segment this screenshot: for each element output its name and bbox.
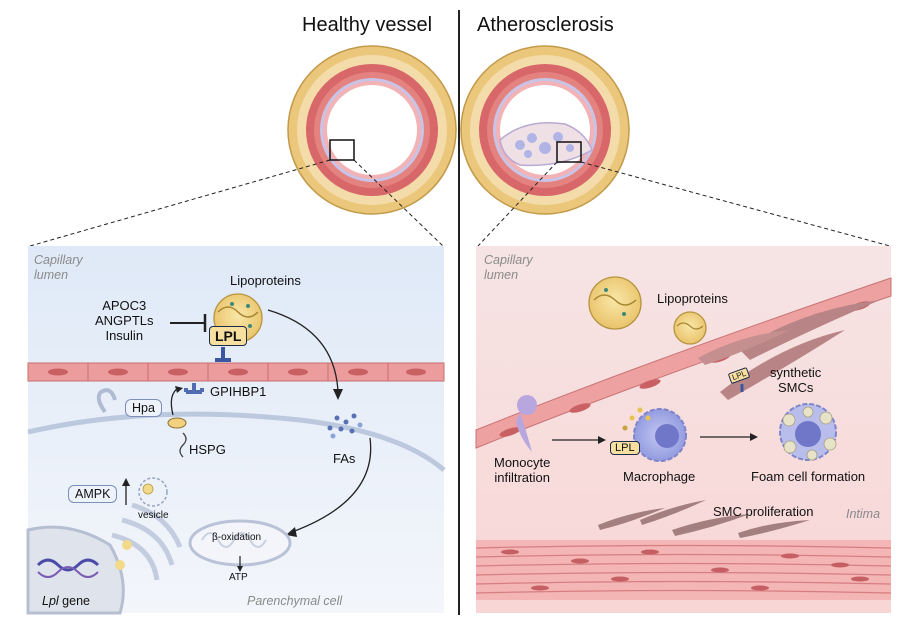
macrophage-label: Macrophage [623, 469, 696, 484]
fas-label: FAs [333, 451, 356, 466]
lpl-enzyme: LPL [209, 326, 248, 346]
zoom-line-right [580, 161, 891, 247]
atherosclerosis-detail-panel [475, 246, 892, 613]
capillary-lumen-label: Capillary lumen [34, 253, 83, 282]
zoom-line-left [29, 159, 331, 247]
ampk-box: AMPK [68, 485, 118, 503]
lpl-gene-label: Lpl gene [42, 594, 90, 608]
atp-label: ATP [229, 572, 248, 583]
hpa-box: Hpa [125, 399, 162, 417]
gpihbp1-label: GPIHBP1 [210, 384, 267, 399]
capillary-lumen-label: Capillary lumen [484, 253, 533, 282]
synthetic-smcs-label: synthetic SMCs [770, 365, 822, 395]
monocyte-infiltration-label: Monocyte infiltration [494, 455, 551, 485]
healthy-detail-panel [26, 246, 446, 615]
zoom-box [329, 139, 355, 161]
title-healthy-vessel: Healthy vessel [302, 14, 433, 36]
smc-proliferation-label: SMC proliferation [713, 504, 814, 519]
healthy-vessel-cross-section [287, 45, 457, 215]
lipoproteins-label: Lipoproteins [657, 291, 728, 306]
hspg-label: HSPG [189, 442, 226, 457]
lpl-macrophage-tag: LPL [610, 441, 640, 455]
title-atherosclerosis: Atherosclerosis [477, 14, 614, 36]
zoom-box [556, 141, 582, 163]
atherosclerosis-vessel-cross-section [460, 45, 630, 215]
parenchymal-cell-label: Parenchymal cell [247, 594, 343, 608]
zoom-line-left [477, 161, 558, 247]
beta-oxidation-label: β-oxidation [212, 532, 262, 543]
foam-cell-label: Foam cell formation [751, 469, 866, 484]
lipoproteins-label: Lipoproteins [230, 273, 301, 288]
intima-label: Intima [846, 507, 881, 521]
inhibitors-label: APOC3 ANGPTLs Insulin [95, 298, 154, 343]
vesicle-label: vesicle [138, 510, 169, 521]
